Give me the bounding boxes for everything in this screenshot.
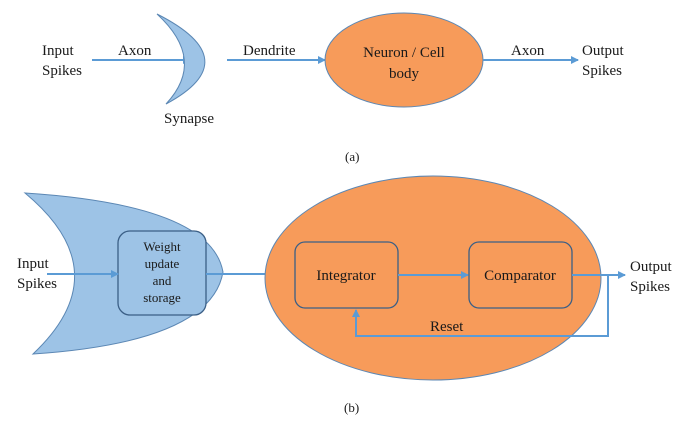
synapse-shape xyxy=(156,13,206,105)
panel-a: Input Spikes Axon Synapse Dendrite Neuro… xyxy=(42,12,625,164)
output-spikes-label-line1: Output xyxy=(582,43,625,59)
input-spikes-b-line2: Spikes xyxy=(17,276,57,292)
input-spikes-label-line2: Spikes xyxy=(42,63,82,79)
weight-label-line3: and xyxy=(153,273,172,288)
neuron-label-line2: body xyxy=(389,66,420,82)
axon-out-label: Axon xyxy=(511,43,545,59)
dendrite-label: Dendrite xyxy=(243,43,296,59)
output-spikes-label-line2: Spikes xyxy=(582,63,622,79)
reset-label: Reset xyxy=(430,319,464,335)
integrator-label: Integrator xyxy=(316,268,375,284)
panel-b: Weight update and storage Input Spikes I… xyxy=(17,175,673,415)
synapse-label: Synapse xyxy=(164,111,214,127)
input-spikes-label-line1: Input xyxy=(42,43,74,59)
neuron-label-line1: Neuron / Cell xyxy=(363,45,445,61)
axon-in-label: Axon xyxy=(118,43,152,59)
weight-label-line2: update xyxy=(145,256,180,271)
weight-label-line1: Weight xyxy=(143,239,181,254)
caption-b: (b) xyxy=(344,400,359,415)
output-spikes-b-line2: Spikes xyxy=(630,279,670,295)
output-spikes-b-line1: Output xyxy=(630,259,673,275)
weight-label-line4: storage xyxy=(143,290,181,305)
input-spikes-b-line1: Input xyxy=(17,256,49,272)
reset-feedback-arrow xyxy=(352,275,609,337)
comparator-label: Comparator xyxy=(484,268,556,284)
caption-a: (a) xyxy=(345,149,359,164)
neuron-body-b xyxy=(264,175,602,381)
